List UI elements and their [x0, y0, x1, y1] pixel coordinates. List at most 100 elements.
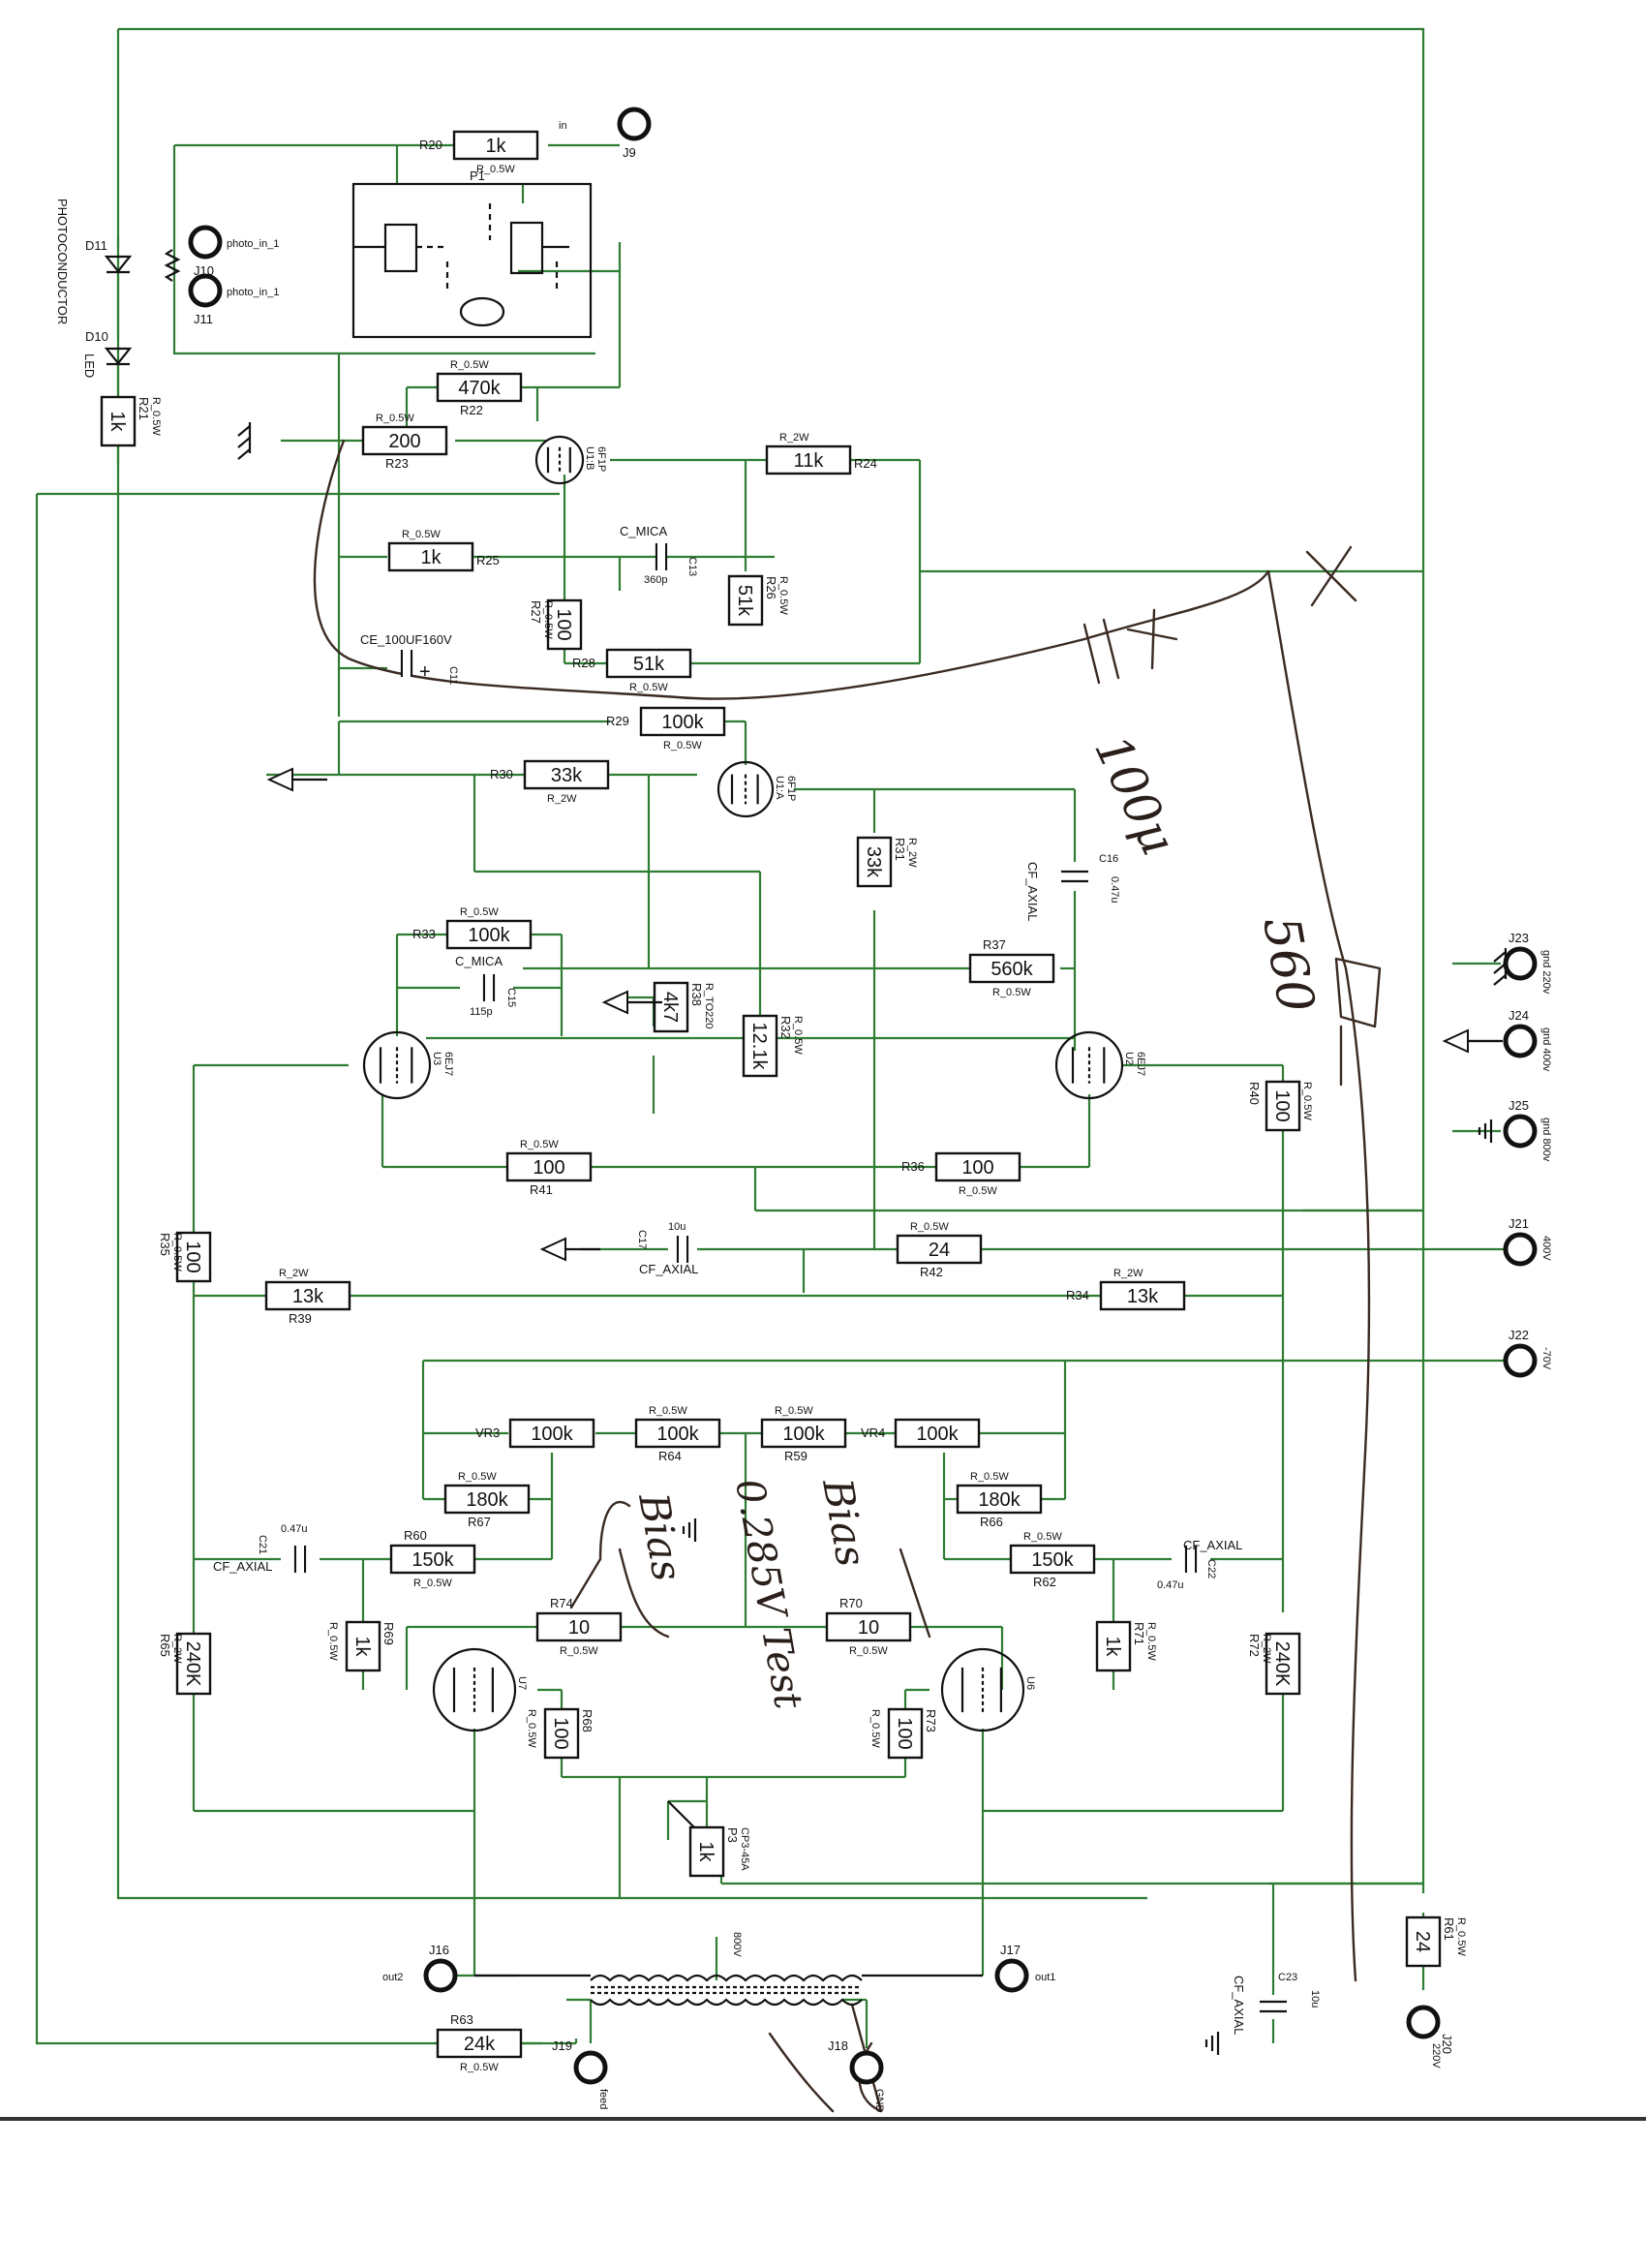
resistor-value: 180k — [466, 1489, 508, 1511]
led-d11-icon — [104, 255, 133, 274]
resistor-ref: R27 — [529, 600, 543, 624]
resistor-spec: R_0.5W — [1301, 1082, 1313, 1120]
resistor-value: 100k — [468, 925, 510, 946]
capacitor-ref: C16 — [1099, 853, 1118, 865]
resistor-spec: R_0.5W — [150, 397, 162, 436]
resistor-ref: R40 — [1247, 1082, 1262, 1105]
capacitor-value: 0.47u — [1109, 876, 1120, 904]
connector-ref: J19 — [552, 2038, 572, 2053]
connector-label: gnd 800v — [1540, 1118, 1552, 1162]
connector-ref: J23 — [1509, 931, 1529, 945]
tube-ref: U1:B — [584, 446, 595, 470]
resistor-spec: R_0.5W — [460, 906, 499, 918]
resistor-value: 33k — [551, 765, 583, 786]
resistor-r33: 100k R33 R_0.5W — [412, 906, 533, 950]
resistor-value: 240K — [182, 1641, 203, 1687]
connector-label: gnd 220v — [1540, 950, 1552, 995]
connector-label: out1 — [1035, 1972, 1055, 1983]
resistor-ref: R67 — [468, 1515, 491, 1529]
led-d10-icon — [104, 347, 133, 366]
resistor-value: 100k — [782, 1424, 825, 1445]
resistor-ref: R26 — [764, 576, 778, 599]
d10-label: D10 — [85, 329, 108, 344]
capacitor-type: C_MICA — [455, 954, 503, 968]
resistor-spec: R_2W — [171, 1634, 183, 1664]
resistor-spec: R_0.5W — [663, 740, 702, 751]
resistor-value: 470k — [458, 378, 501, 399]
resistor-value: 1k — [351, 1636, 373, 1657]
capacitor-value: 115p — [470, 1006, 493, 1018]
resistor-spec: R_0.5W — [476, 164, 515, 175]
resistor-ref: R32 — [778, 1016, 793, 1039]
resistor-ref: R39 — [289, 1311, 312, 1326]
hand-resistor-value: 560 — [1251, 912, 1325, 1017]
resistor-value: 10 — [568, 1617, 590, 1639]
connector-j22: J22-70V — [1503, 1328, 1552, 1378]
resistor-value: 33k — [863, 846, 884, 878]
tube-ref: U2 — [1123, 1052, 1135, 1065]
resistor-value: 4k7 — [659, 992, 681, 1023]
resistor-value: 100k — [916, 1424, 959, 1445]
resistor-spec: R_2W — [906, 838, 918, 868]
resistor-ref: R59 — [784, 1449, 808, 1463]
capacitor-type: CF_AXIAL — [1232, 1976, 1246, 2035]
resistor-ref: R38 — [689, 983, 704, 1006]
resistor-value: 100k — [661, 712, 704, 733]
capacitor-type: CF_AXIAL — [1025, 862, 1040, 921]
resistor-ref: R30 — [490, 767, 513, 782]
scan-bottom-margin — [0, 2117, 1646, 2268]
connector-label: gnd 400v — [1540, 1027, 1552, 1072]
resistor-ref: R60 — [404, 1528, 427, 1543]
resistor-value: 10 — [858, 1617, 879, 1639]
resistor-ref: R23 — [385, 456, 409, 471]
resistor-value: 1k — [107, 411, 128, 432]
polarity-plus-icon: + — [419, 661, 431, 683]
resistor-spec: R_0.5W — [1145, 1622, 1157, 1661]
resistor-ref: R64 — [658, 1449, 682, 1463]
resistor-value: 100 — [894, 1717, 915, 1749]
capacitor-ref: C22 — [1205, 1559, 1217, 1578]
tube-type: 6EJ7 — [1135, 1052, 1146, 1076]
capacitor-value: 0.47u — [1157, 1579, 1184, 1591]
resistor-ref: R24 — [854, 456, 877, 471]
connector-label: 400V — [1540, 1236, 1552, 1261]
connector-ref: J11 — [194, 312, 213, 326]
connector-ref: J18 — [828, 2038, 848, 2053]
capacitor-ref: C21 — [257, 1535, 268, 1554]
resistor-ref: R33 — [412, 927, 436, 941]
led-label: LED — [82, 353, 97, 378]
resistor-spec: R_0.5W — [775, 1405, 813, 1417]
resistor-value: 150k — [1031, 1549, 1074, 1571]
hand-test-note: 0.285V Test — [726, 1476, 810, 1713]
resistor-ref: R29 — [606, 714, 629, 728]
resistor-ref: R71 — [1132, 1622, 1146, 1645]
connector-ref: J20 — [1440, 2034, 1454, 2054]
resistor-value: 100 — [182, 1241, 203, 1272]
resistor-spec: R_0.5W — [413, 1578, 452, 1589]
ground-400v-symbol-icon — [601, 990, 662, 1015]
